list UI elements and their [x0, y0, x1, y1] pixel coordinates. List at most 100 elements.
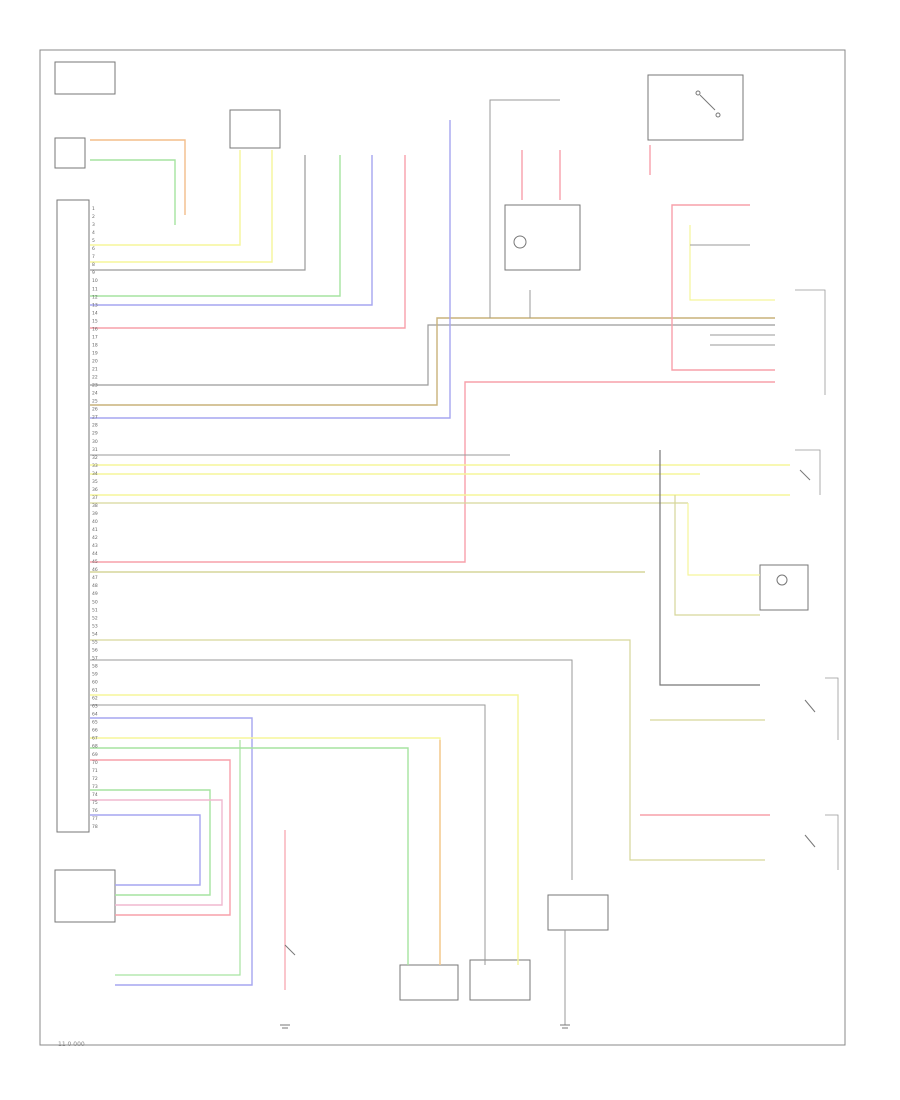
connector-pin-63: 63 [92, 704, 98, 710]
front-sensor-left-switch [804, 834, 816, 848]
connector-pin-58: 58 [92, 663, 98, 669]
connector-pin-53: 53 [92, 623, 98, 629]
connector-pin-66: 66 [92, 728, 98, 734]
wire-brown-1 [90, 317, 775, 406]
connector-pin-43: 43 [92, 543, 98, 549]
connector-pin-77: 77 [92, 816, 98, 822]
combination-meter-box [504, 204, 581, 271]
wire-olive-3 [674, 495, 760, 616]
wire-red-6 [671, 204, 775, 371]
connector-pin-39: 39 [92, 511, 98, 517]
connector-pin-57: 57 [92, 655, 98, 661]
ignition-switch-pivot-b [715, 112, 721, 118]
wire-gray-11 [90, 704, 486, 965]
connector-pin-12: 12 [92, 294, 98, 300]
wire-orange-1 [90, 139, 186, 215]
footer-code: 11 0 000 [58, 1041, 85, 1048]
wire-gray-3 [489, 99, 560, 318]
ignition-switch-box [647, 74, 744, 141]
connector-pin-56: 56 [92, 647, 98, 653]
connector-pin-30: 30 [92, 439, 98, 445]
bracket-buckle-switch [795, 449, 821, 495]
connector-pin-8: 8 [92, 262, 95, 268]
connector-pin-18: 18 [92, 342, 98, 348]
connector-pin-74: 74 [92, 792, 98, 798]
connector-pin-36: 36 [92, 487, 98, 493]
connector-pin-41: 41 [92, 527, 98, 533]
connector-pin-7: 7 [92, 254, 95, 260]
wire-green-2 [90, 155, 341, 297]
wire-green-4 [90, 789, 211, 896]
connector-pin-4: 4 [92, 230, 95, 236]
ignition-switch-contact [699, 94, 716, 111]
connector-pin-10: 10 [92, 278, 98, 284]
left-rear-sensor-box [54, 869, 116, 923]
connector-pin-75: 75 [92, 800, 98, 806]
connector-pin-1: 1 [92, 206, 95, 212]
connector-pin-47: 47 [92, 575, 98, 581]
connector-pin-70: 70 [92, 760, 98, 766]
connector-pin-29: 29 [92, 431, 98, 437]
connector-pin-labels: 1234567891011121314151617181920212223242… [92, 206, 98, 830]
connector-pin-32: 32 [92, 455, 98, 461]
connector-pin-9: 9 [92, 270, 95, 276]
wire-blue-3 [90, 717, 253, 986]
wire-yellow-7 [687, 503, 760, 576]
diagram-frame [39, 49, 846, 1046]
wire-red-8 [90, 759, 231, 916]
connector-pin-16: 16 [92, 326, 98, 332]
wire-red-2 [90, 381, 775, 563]
connector-pin-37: 37 [92, 495, 98, 501]
connector-pin-50: 50 [92, 599, 98, 605]
connector-pin-60: 60 [92, 680, 98, 686]
connector-pin-44: 44 [92, 551, 98, 557]
pretensioner-squib [776, 574, 788, 586]
wire-gray-2 [90, 324, 775, 386]
front-sensor-right-switch [804, 699, 816, 713]
wire-yellow-1 [90, 150, 241, 246]
connector-pin-51: 51 [92, 607, 98, 613]
connector-pin-78: 78 [92, 824, 98, 830]
ground-center-bottom [560, 1024, 570, 1029]
connector-pin-64: 64 [92, 712, 98, 718]
connector-pin-38: 38 [92, 503, 98, 509]
wire-blue-2 [90, 120, 451, 419]
connector-pin-17: 17 [92, 334, 98, 340]
connector-pin-34: 34 [92, 471, 98, 477]
connector-pin-72: 72 [92, 776, 98, 782]
connector-pin-76: 76 [92, 808, 98, 814]
connector-pin-61: 61 [92, 688, 98, 694]
connector-pin-27: 27 [92, 415, 98, 421]
connector-pin-49: 49 [92, 591, 98, 597]
connector-pin-21: 21 [92, 367, 98, 373]
wire-green-3 [90, 747, 409, 965]
left-pretensioner-box [469, 959, 531, 1001]
ground-left-bottom [280, 1024, 290, 1029]
buckle-switch-contact [799, 469, 811, 481]
connector-pin-28: 28 [92, 423, 98, 429]
connector-pin-55: 55 [92, 639, 98, 645]
wire-blue-1 [90, 155, 373, 306]
bracket-ip-jb [795, 289, 826, 395]
bracket-front-sensor-left [825, 814, 839, 870]
connector-pin-71: 71 [92, 768, 98, 774]
connector-pin-19: 19 [92, 350, 98, 356]
connector-pin-42: 42 [92, 535, 98, 541]
bracket-front-sensor-right [825, 677, 839, 740]
wire-olive-4 [90, 639, 765, 861]
connector-pin-2: 2 [92, 214, 95, 220]
connector-pin-69: 69 [92, 752, 98, 758]
wire-gray-10 [90, 659, 573, 880]
driver-airbag-box [399, 964, 459, 1001]
wire-yellow-8 [90, 694, 519, 965]
connector-pin-25: 25 [92, 399, 98, 405]
connector-pin-52: 52 [92, 615, 98, 621]
connector-pin-26: 26 [92, 407, 98, 413]
wire-yellow-3 [689, 225, 775, 301]
wire-pink-1 [90, 799, 223, 906]
right-rear-sensor-box [54, 61, 116, 95]
wire-gray-1 [90, 155, 306, 271]
connector-pin-33: 33 [92, 463, 98, 469]
airbag-warning-lamp [513, 235, 527, 249]
